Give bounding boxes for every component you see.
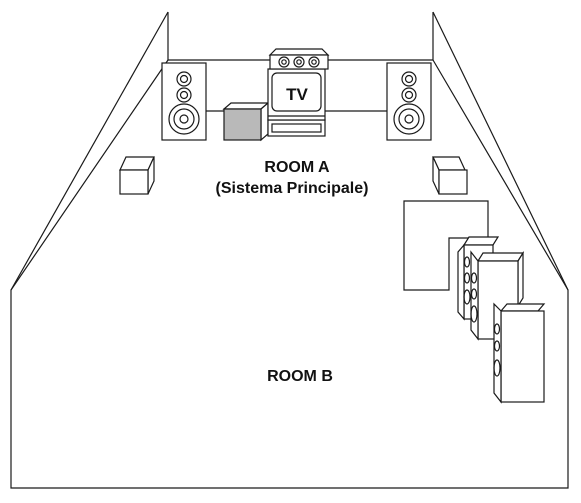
right-surround-speaker	[432, 156, 468, 195]
left-surround-speaker	[119, 156, 155, 195]
room-b-panel	[403, 200, 489, 291]
tv-stand	[267, 119, 326, 137]
room-a-subtitle: (Sistema Principale)	[216, 180, 369, 197]
center-speaker	[268, 48, 330, 70]
left-front-speaker	[161, 62, 207, 141]
subwoofer	[222, 101, 270, 142]
room-b-title: ROOM B	[267, 368, 333, 385]
tv	[267, 68, 326, 121]
room-b-speaker-3	[493, 302, 546, 404]
right-front-speaker	[386, 62, 432, 141]
tv-label: TV	[286, 85, 308, 104]
room-a-title: ROOM A	[264, 159, 330, 176]
